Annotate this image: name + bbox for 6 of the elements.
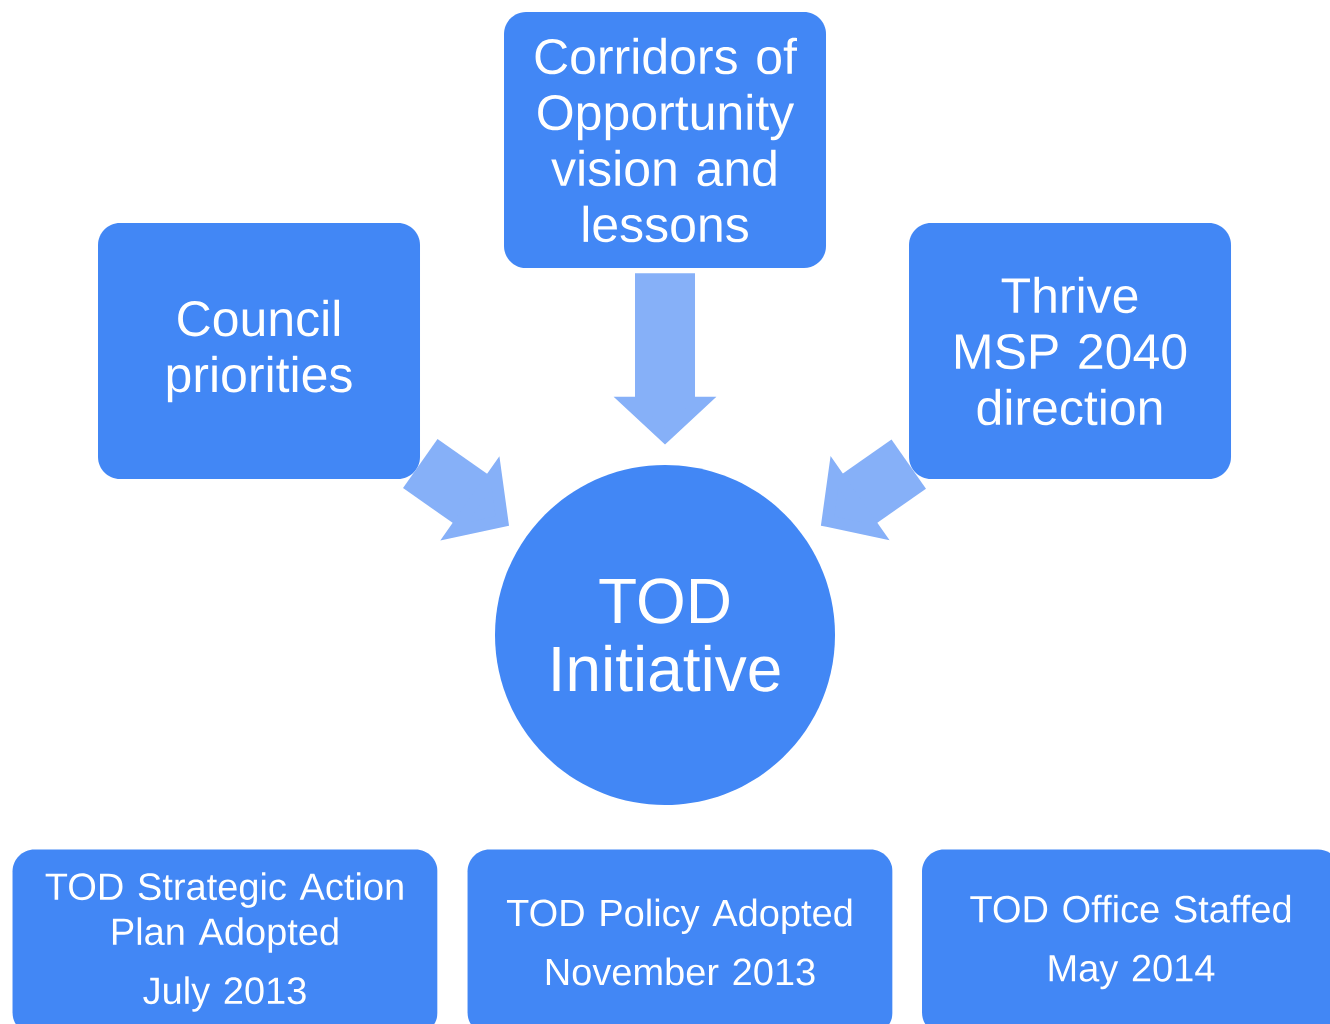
rounded-box: Council priorities <box>98 223 420 479</box>
rounded-box: Corridors of Opportunity vision and lessons <box>504 12 826 268</box>
rounded-box: TOD Strategic Action Plan Adopted July 2013 <box>12 849 438 1024</box>
rounded-box: Thrive MSP 2040 direction <box>909 223 1231 479</box>
rounded-box: TOD Office Staffed May 2014 <box>922 849 1330 1024</box>
rounded-box: TOD Policy Adopted November 2013 <box>467 849 893 1024</box>
